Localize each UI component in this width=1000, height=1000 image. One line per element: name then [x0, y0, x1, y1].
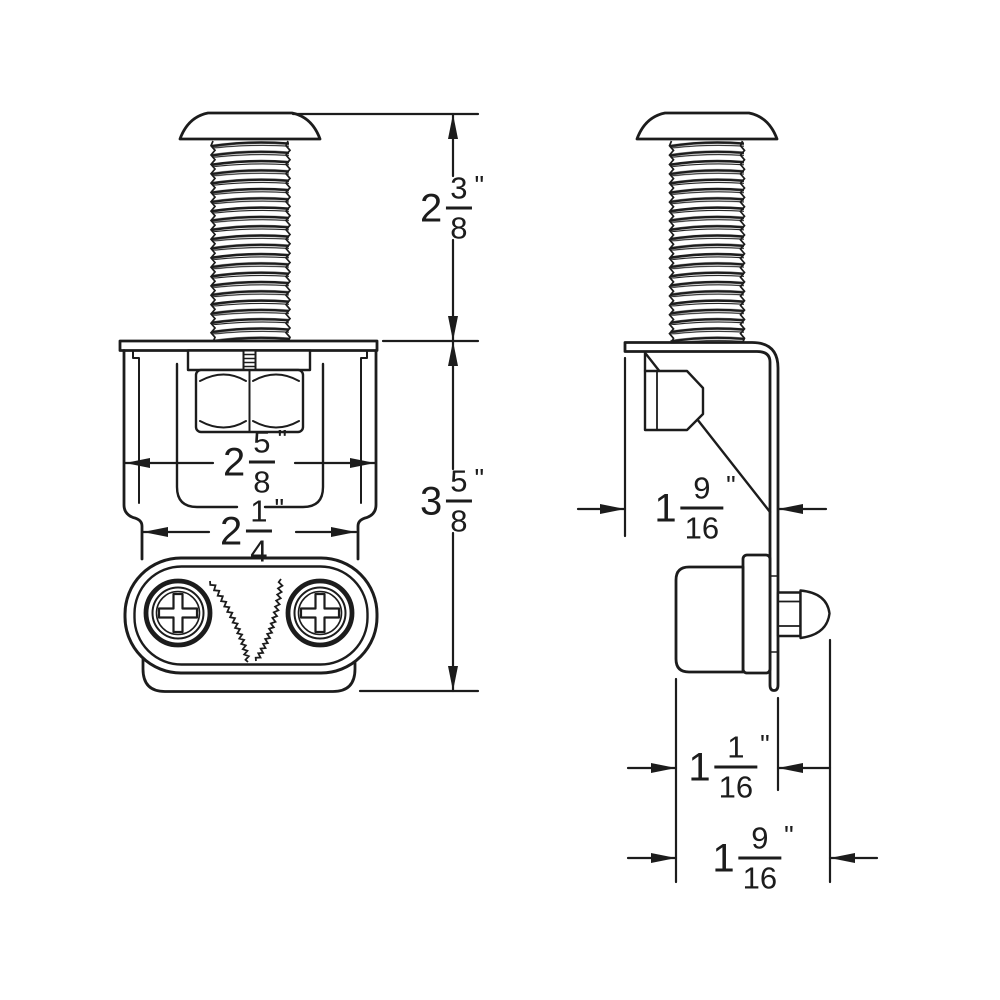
dim-whole: 1	[712, 836, 735, 880]
dim-fraction: 5 8	[249, 427, 275, 498]
dim-label-upper-width: 2 5 8 "	[222, 424, 288, 498]
thread-shank-front	[212, 139, 289, 343]
flange-and-plate-side	[623, 341, 780, 692]
dim-fraction: 1 4	[246, 496, 272, 567]
dim-label-base-depth: 1 1 16 "	[688, 729, 770, 803]
dim-whole: 2	[219, 509, 243, 553]
inch-mark: "	[726, 470, 736, 501]
base-oval-inner	[133, 565, 369, 666]
bolt-head-front	[178, 111, 322, 141]
step-block-side	[741, 553, 772, 675]
dim-label-body-height: 3 5 8 "	[419, 463, 485, 537]
dim-fraction: 9 16	[680, 473, 724, 544]
side-view	[623, 111, 831, 692]
phillips-screw-right	[285, 578, 355, 648]
dim-whole: 2	[419, 186, 443, 230]
base-pod-side	[674, 565, 745, 674]
dim-whole: 1	[688, 745, 711, 789]
plate-tick-marks	[769, 575, 779, 653]
inch-mark: "	[274, 493, 285, 524]
dim-fraction: 5 8	[446, 466, 472, 537]
inch-mark: "	[277, 424, 288, 455]
dim-fraction: 9 16	[738, 823, 782, 894]
flange-plate-front	[118, 339, 379, 352]
thread-shank-side	[670, 139, 744, 344]
bumper-collar-lines	[777, 600, 802, 627]
bolt-head-side	[635, 111, 779, 141]
dim-whole: 3	[419, 479, 443, 523]
phillips-cross-right	[299, 592, 341, 634]
phillips-cross-left	[157, 592, 199, 634]
dim-fraction: 3 8	[446, 173, 472, 244]
bolt-tip-threads	[243, 353, 256, 368]
bracket-wall-right	[356, 349, 378, 561]
bracket-wall-left-inner	[132, 349, 140, 504]
dim-whole: 2	[222, 440, 246, 484]
fraction-bar	[738, 856, 782, 860]
dim-fraction: 1 16	[714, 732, 758, 803]
dim-whole: 1	[654, 486, 677, 530]
bumper-dome	[799, 589, 831, 640]
inch-mark: "	[784, 820, 794, 851]
dim-label-overall-depth: 1 9 16 "	[712, 820, 794, 894]
dim-label-bolt-length: 2 3 8 "	[419, 170, 485, 244]
fraction-bar	[446, 499, 472, 503]
inch-mark: "	[760, 729, 770, 760]
fraction-bar	[680, 506, 724, 510]
hex-nut-chamfers	[199, 373, 300, 429]
thread-edges-front	[209, 140, 292, 343]
fraction-bar	[714, 765, 758, 769]
serration-lines	[209, 578, 284, 663]
fraction-bar	[249, 460, 275, 464]
bumper-collar	[776, 591, 802, 638]
inch-mark: "	[474, 170, 485, 201]
bracket-wall-right-inner	[360, 349, 368, 504]
u-channel	[175, 362, 325, 509]
fraction-bar	[246, 529, 272, 533]
dimension-lines	[123, 112, 879, 884]
bracket-wall-left	[122, 349, 144, 561]
fraction-bar	[446, 206, 472, 210]
hex-nut-side	[643, 369, 705, 432]
inch-mark: "	[474, 463, 485, 494]
dim-label-lower-width: 2 1 4 "	[219, 493, 285, 567]
front-view	[118, 111, 379, 693]
dim-label-side-depth: 1 9 16 "	[654, 470, 736, 544]
phillips-screw-left	[143, 578, 213, 648]
thread-edges-side	[668, 140, 746, 344]
